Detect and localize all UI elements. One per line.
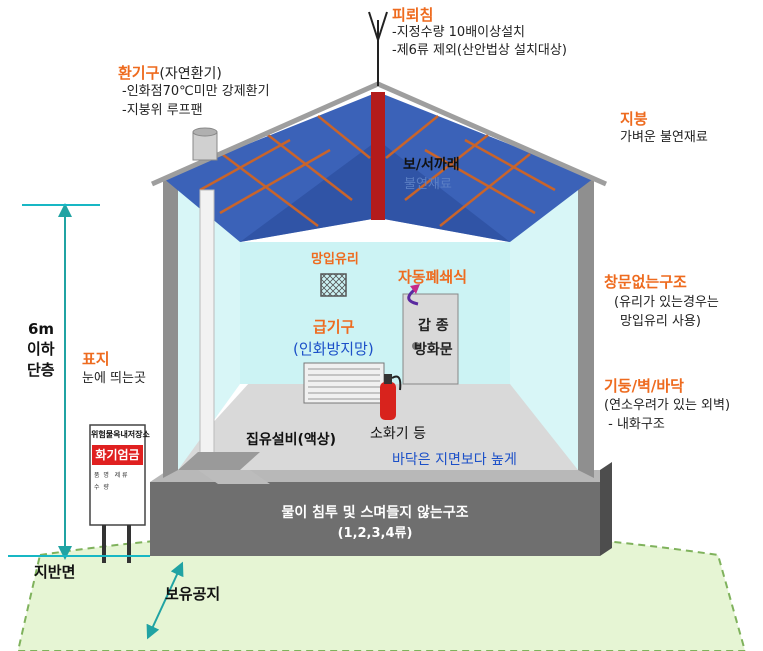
extinguisher-label: 소화기 등	[370, 426, 426, 442]
beam-desc: 불연재료	[404, 177, 452, 192]
sign-board-top: 위험물옥내저장소	[91, 430, 150, 439]
lightning-rod-title: 피뢰침	[392, 6, 434, 24]
right-wall-edge	[578, 178, 594, 478]
pillar-title: 기둥/벽/바닥	[604, 377, 684, 395]
auto-close-label: 자동폐쇄식	[398, 268, 468, 286]
beam-title: 보/서까래	[403, 157, 460, 173]
ridge-beam	[371, 92, 385, 220]
no-window-line-1: (유리가 있는경우는	[614, 295, 719, 310]
foundation-line-1: 물이 침투 및 스며들지 않는구조	[281, 505, 469, 521]
rafters	[199, 115, 556, 227]
clearance-label: 보유공지	[165, 585, 221, 603]
oil-collection-label: 집유설비(액상)	[246, 432, 337, 448]
oil-collection-pit	[178, 452, 270, 484]
sign-desc: 눈에 띄는곳	[82, 371, 146, 386]
sign-board	[89, 424, 146, 563]
sign-board-row-2: 수 량	[94, 484, 109, 491]
vent-line-2: -지붕위 루프팬	[122, 103, 203, 118]
supply-vent-title: 급기구	[313, 318, 355, 336]
floor	[170, 382, 590, 470]
pillar-line-1: (연소우려가 있는 외벽)	[604, 398, 731, 413]
roof-title: 지붕	[620, 110, 648, 128]
vent-title-paren: (자연환기)	[159, 66, 222, 82]
fire-extinguisher-icon	[380, 374, 402, 420]
sign-title: 표지	[82, 350, 110, 368]
sign-board-main: 화기엄금	[95, 448, 140, 462]
no-window-title: 창문없는구조	[604, 273, 687, 291]
roof-fan-icon	[192, 127, 218, 161]
foundation-side	[600, 462, 612, 556]
height-line-3: 단층	[27, 361, 55, 379]
height-line-1: 6m	[28, 320, 55, 338]
right-wall	[510, 186, 578, 470]
wired-glass-window	[320, 273, 347, 297]
door-line-2: 방화문	[414, 342, 453, 358]
pipe	[199, 189, 215, 463]
sign-board-row-1: 품 명 제 류	[94, 472, 128, 479]
floor-note: 바닥은 지면보다 높게	[392, 452, 517, 468]
clearance-dimension	[146, 561, 184, 640]
foundation-line-2: (1,2,3,4류)	[337, 526, 413, 541]
door-line-1: 갑 종	[418, 318, 449, 334]
lightning-rod-icon	[368, 11, 388, 86]
wired-glass-label: 망입유리	[311, 252, 359, 267]
lightning-rod-line-1: -지정수량 10배이상설치	[392, 25, 526, 40]
no-window-line-2: 망입유리 사용)	[620, 314, 701, 329]
fire-door	[402, 293, 459, 385]
supply-vent-desc: (인화방지망)	[293, 340, 374, 358]
pillar-line-2: - 내화구조	[604, 417, 665, 432]
vent-title: 환기구	[118, 64, 160, 82]
foundation-front	[150, 482, 600, 556]
ground-label: 지반면	[34, 563, 76, 581]
height-line-2: 이하	[27, 340, 55, 358]
roof-desc: 가벼운 불연재료	[620, 130, 708, 145]
lightning-rod-line-2: -제6류 제외(산안법상 설치대상)	[392, 43, 567, 58]
vent-line-1: -인화점70℃미만 강제환기	[122, 84, 270, 99]
vent-heading: 환기구(자연환기)	[118, 64, 222, 83]
left-wall-edge	[163, 178, 178, 478]
